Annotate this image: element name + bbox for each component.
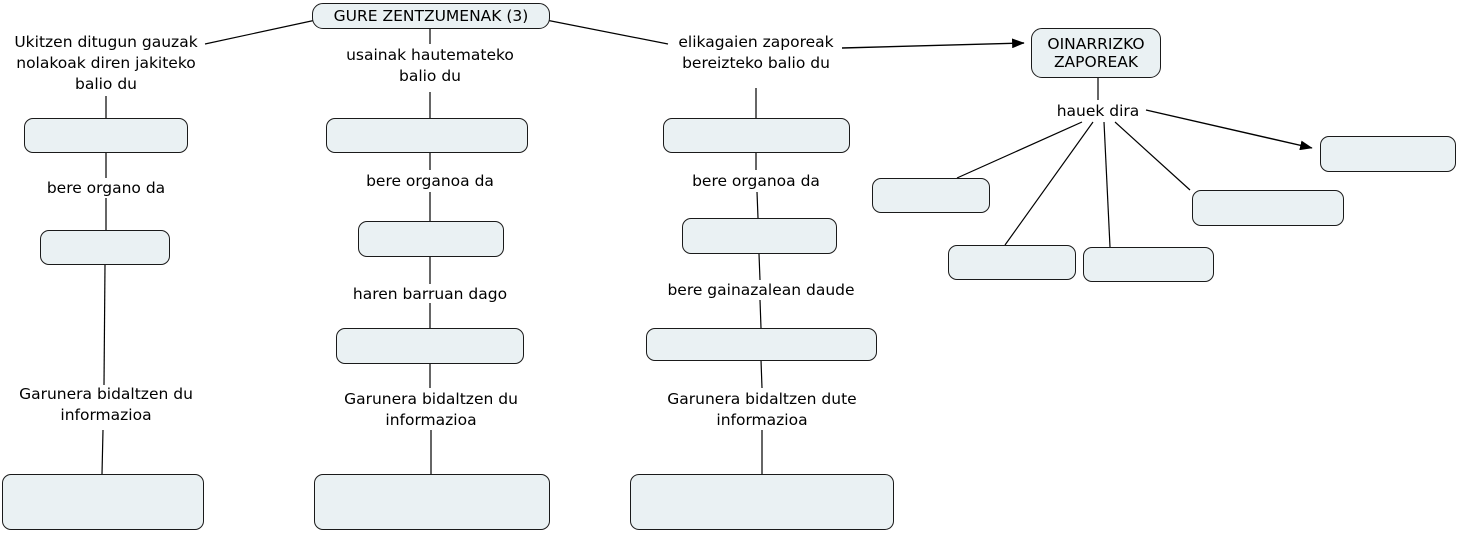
edge-left-conn2-to-box3 bbox=[101, 429, 104, 475]
branch-label-middle: usainak hautemateko balio du bbox=[346, 46, 514, 85]
middle-connector-label-3: Garunera bidaltzen du informazioa bbox=[344, 390, 518, 429]
middle-column-box-4[interactable] bbox=[314, 474, 550, 530]
edge-right-box3-to-conn3 bbox=[760, 359, 763, 389]
left-column-box-2[interactable] bbox=[40, 230, 170, 265]
root-node-gure-zentzumenak[interactable]: GURE ZENTZUMENAK (3) bbox=[312, 3, 550, 29]
branch-label-right: elikagaien zaporeak bereizteko balio du bbox=[678, 33, 834, 72]
middle-connector-label-2: haren barruan dago bbox=[352, 285, 508, 303]
edge-title-to-left bbox=[204, 19, 317, 45]
taste-box-2[interactable] bbox=[948, 245, 1076, 280]
edge-right-label-to-taste-node bbox=[841, 38, 1025, 49]
taste-connector-label: hauek dira bbox=[1056, 102, 1140, 120]
right-column-box-4[interactable] bbox=[630, 474, 894, 530]
root-node-label: GURE ZENTZUMENAK (3) bbox=[333, 6, 529, 25]
right-column-box-1[interactable] bbox=[663, 118, 850, 153]
taste-box-4[interactable] bbox=[1192, 190, 1344, 226]
left-column-box-3[interactable] bbox=[2, 474, 204, 530]
right-connector-label-2: bere gainazalean daude bbox=[667, 281, 855, 299]
taste-node-oinarrizko-zaporeak[interactable]: OINARRIZKO ZAPOREAK bbox=[1031, 28, 1161, 78]
right-connector-label-1: bere organoa da bbox=[692, 172, 820, 190]
right-column-box-2[interactable] bbox=[682, 218, 837, 254]
taste-box-1[interactable] bbox=[872, 178, 990, 213]
taste-box-3[interactable] bbox=[1083, 247, 1214, 282]
right-column-box-3[interactable] bbox=[646, 328, 877, 361]
left-connector-label-2: Garunera bidaltzen du informazioa bbox=[19, 385, 193, 424]
taste-box-5[interactable] bbox=[1320, 136, 1456, 172]
middle-column-box-1[interactable] bbox=[326, 118, 528, 153]
left-connector-label-1: bere organo da bbox=[46, 179, 166, 197]
right-connector-label-3: Garunera bidaltzen dute informazioa bbox=[667, 390, 857, 429]
edge-right-conn1-to-box2 bbox=[756, 191, 759, 219]
edge-title-to-right bbox=[545, 19, 669, 45]
branch-label-left: Ukitzen ditugun gauzak nolakoak diren ja… bbox=[14, 33, 198, 93]
edge-left-box2-to-conn2 bbox=[103, 263, 106, 386]
edge-hauek-to-tbox3 bbox=[1103, 121, 1111, 248]
middle-column-box-3[interactable] bbox=[336, 328, 524, 364]
taste-node-label: OINARRIZKO ZAPOREAK bbox=[1047, 34, 1145, 71]
edge-hauek-to-tbox1 bbox=[956, 121, 1083, 179]
edge-right-box2-to-conn2 bbox=[758, 253, 761, 281]
left-column-box-1[interactable] bbox=[24, 118, 188, 153]
edge-hauek-to-tbox4 bbox=[1114, 121, 1191, 191]
middle-connector-label-1: bere organoa da bbox=[366, 172, 494, 190]
edge-hauek-to-tbox2 bbox=[1004, 121, 1094, 246]
middle-column-box-2[interactable] bbox=[358, 221, 504, 257]
edge-right-conn2-to-box3 bbox=[759, 299, 762, 329]
